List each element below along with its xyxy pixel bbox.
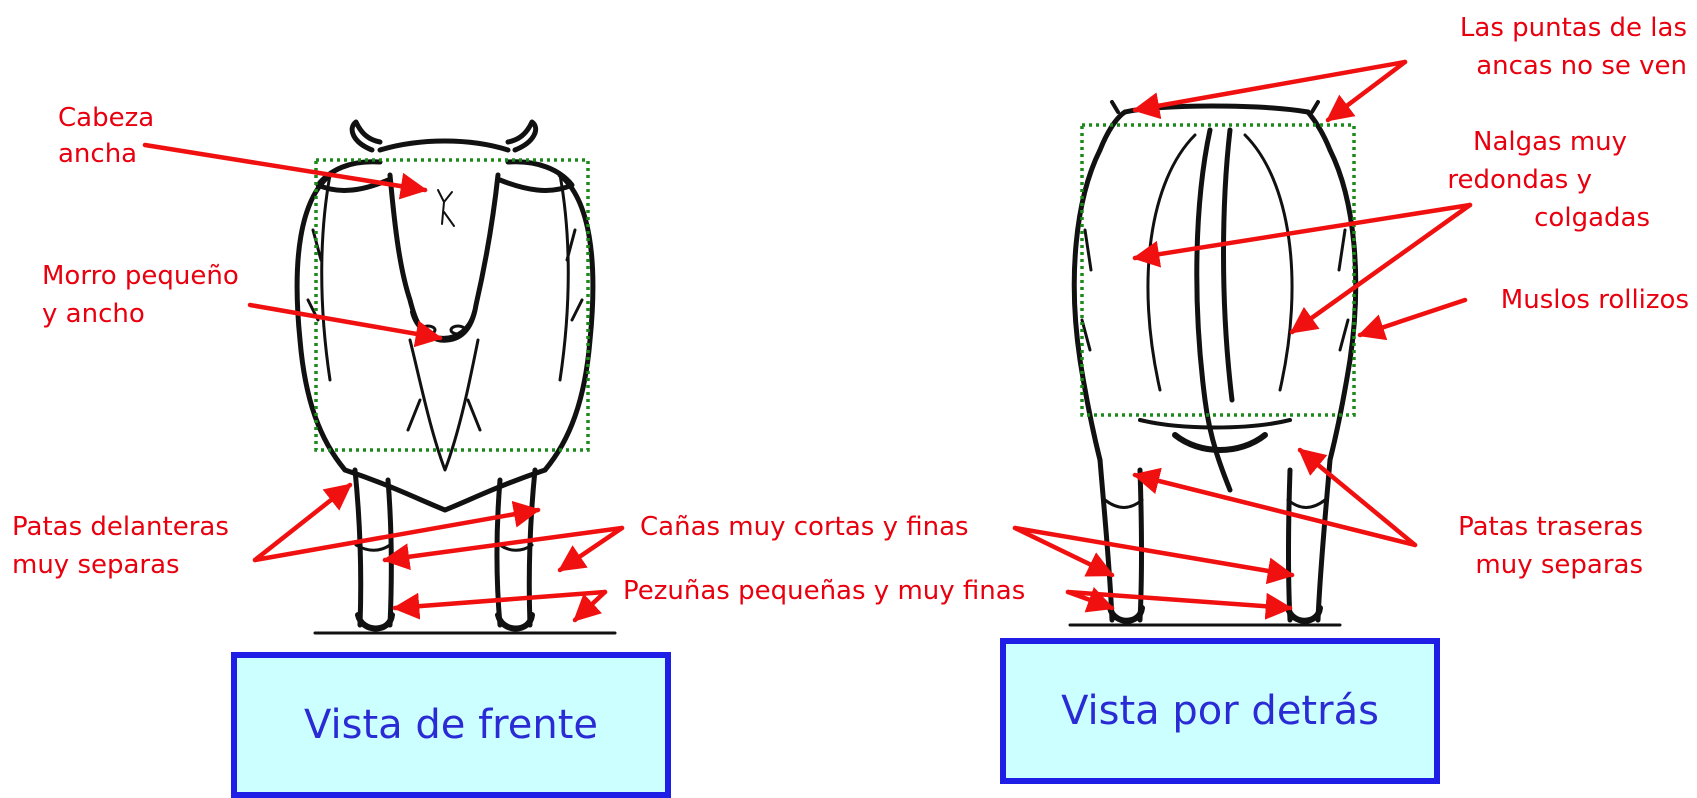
front-body-frame — [314, 158, 590, 452]
caption-back-text: Vista por detrás — [1061, 688, 1379, 734]
caption-front-text: Vista de frente — [304, 702, 598, 748]
label-puntas-line1: Las puntas de las — [1459, 13, 1687, 43]
label-morro-line2: y ancho — [42, 299, 145, 329]
label-patas-delanteras-line2: muy separas — [12, 550, 180, 580]
arrow-canas-front-1 — [382, 525, 625, 571]
arrow-canas-back-1 — [1012, 525, 1115, 578]
arrow-patas-tras-1 — [1132, 467, 1418, 548]
arrow-puntas-2 — [1325, 59, 1408, 123]
label-nalgas-line1: Nalgas muy — [1473, 127, 1628, 157]
arrow-cabeza — [142, 142, 428, 200]
caption-back-box: Vista por detrás — [1000, 638, 1440, 784]
arrow-patas-tras-2 — [1297, 447, 1418, 548]
label-puntas-line2: ancas no se ven — [1476, 51, 1687, 81]
annotation-arrows — [142, 59, 1473, 623]
arrow-nalgas-1 — [1132, 202, 1473, 268]
caption-front-box: Vista de frente — [231, 652, 671, 798]
arrow-pezunas-front-2 — [572, 589, 608, 623]
label-pezunas: Pezuñas pequeñas y muy finas — [623, 576, 1026, 606]
arrow-morro — [247, 302, 443, 348]
label-muslos: Muslos rollizos — [1500, 285, 1689, 315]
arrow-canas-back-2 — [1012, 525, 1295, 585]
label-morro-line1: Morro pequeño — [42, 261, 239, 291]
arrow-pezunas-back-2 — [1065, 589, 1293, 620]
label-cabeza-line1: Cabeza — [58, 103, 155, 133]
label-nalgas-line3: colgadas — [1534, 203, 1650, 233]
cow-front-drawing — [294, 119, 617, 635]
label-patas-traseras-line1: Patas traseras — [1458, 512, 1643, 542]
arrow-patas-del-2 — [252, 500, 541, 563]
arrow-pezunas-front-1 — [392, 589, 608, 620]
label-patas-delanteras-line1: Patas delanteras — [12, 512, 229, 542]
arrow-nalgas-2 — [1289, 202, 1473, 335]
arrow-patas-del-1 — [252, 482, 353, 563]
arrow-canas-front-2 — [557, 525, 625, 573]
arrow-muslos — [1357, 297, 1468, 341]
label-canas: Cañas muy cortas y finas — [640, 512, 969, 542]
arrow-puntas-1 — [1132, 59, 1408, 120]
label-cabeza-line2: ancha — [58, 139, 138, 169]
label-patas-traseras-line2: muy separas — [1475, 550, 1643, 580]
back-body-frame — [1080, 123, 1356, 417]
label-nalgas-line2: redondas y — [1447, 165, 1592, 195]
